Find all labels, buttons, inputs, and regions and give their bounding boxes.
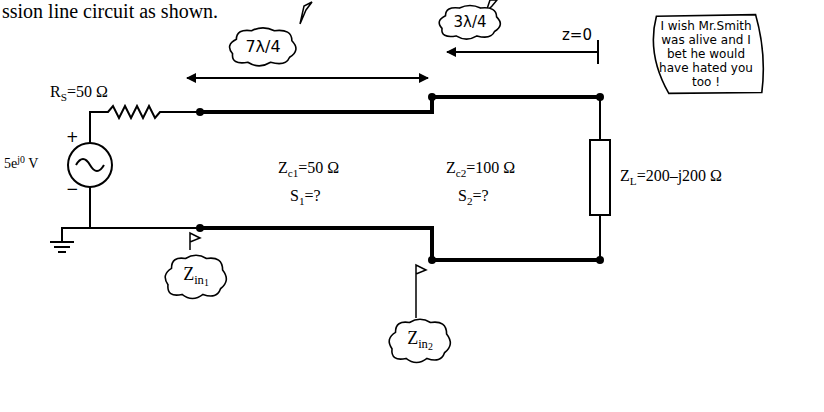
impedance-label-part: Z (278, 159, 288, 176)
position-label-part: z=0 (562, 26, 592, 44)
polarity-mark: + (66, 128, 79, 146)
length-cloud: 7λ/4 (225, 25, 301, 68)
impedance-label-part: =50 Ω (298, 159, 339, 176)
load-label-part: =200–j200 Ω (637, 167, 722, 184)
resistor-label-part: R (50, 83, 61, 100)
node-text: Zin2 (407, 328, 433, 352)
polarity-mark-part: + (66, 128, 79, 146)
swr-label-part: S (458, 187, 467, 204)
pointer-flags (190, 0, 497, 318)
source-label-part: j0 (17, 154, 25, 165)
node-label: Z (407, 328, 418, 348)
impedance-label-part: c1 (288, 167, 299, 179)
load-label-part: Z (620, 167, 630, 184)
source-label-part: V (28, 156, 38, 171)
line-conductor (200, 228, 600, 260)
load-label: ZL=200–j200 Ω (620, 166, 722, 188)
node-label: Z (183, 264, 194, 284)
impedance-label-part: =100 Ω (466, 159, 515, 176)
length-arrow (187, 77, 428, 79)
polarity-mark-part: − (66, 180, 79, 198)
impedance-cloud: Zin1 (161, 252, 231, 301)
load-label-part: L (630, 175, 637, 187)
resistor-label: RS=50 Ω (50, 82, 108, 104)
node-label: 7λ/4 (245, 37, 280, 56)
heading-fragment-part: ssion line circuit as shown. (2, 0, 218, 22)
node-text: Zin1 (183, 264, 209, 288)
node-text: 3λ/4 (453, 13, 486, 31)
node-label: 3λ/4 (453, 13, 486, 31)
source-label-part: 5e (4, 156, 17, 171)
note-bubble: I wish Mr.Smith was alive and I bet he w… (644, 13, 768, 95)
source-label: 5ej0V (4, 154, 38, 173)
sine-symbol (76, 159, 104, 171)
node-text: 7λ/4 (245, 37, 280, 56)
length-arrow (447, 51, 598, 53)
resistor-wire (90, 106, 200, 143)
resistor-label-part: =50 Ω (67, 83, 108, 100)
ground-symbol (50, 228, 90, 252)
z0-tick (597, 40, 599, 64)
node-label: in (418, 337, 428, 351)
swr-label: S2=? (458, 186, 489, 208)
heading-fragment: ssion line circuit as shown. (2, 0, 218, 23)
impedance-label: Zc1=50 Ω (278, 158, 339, 180)
impedance-label: Zc2=100 Ω (446, 158, 515, 180)
load-impedance (590, 140, 610, 215)
swr-label: S1=? (290, 186, 321, 208)
node-text: I wish Mr.Smith was alive and I bet he w… (658, 19, 754, 89)
polarity-mark: − (66, 180, 79, 198)
node-label: I wish Mr.Smith was alive and I bet he w… (659, 19, 753, 89)
swr-label-part: S (290, 187, 299, 204)
swr-label-part: 2 (467, 195, 473, 207)
node-label: 2 (428, 341, 433, 352)
swr-label-part: =? (305, 187, 321, 204)
swr-label-part: 1 (299, 195, 305, 207)
node-label: in (194, 273, 204, 287)
node-label: 1 (204, 277, 209, 288)
impedance-cloud: Zin2 (385, 316, 455, 365)
return-wire (90, 187, 200, 228)
impedance-label-part: c2 (456, 167, 467, 179)
impedance-label-part: Z (446, 159, 456, 176)
line-conductor (200, 97, 600, 112)
terminal-dots (196, 93, 604, 264)
position-label: z=0 (562, 26, 592, 44)
length-cloud: 3λ/4 (435, 3, 505, 41)
swr-label-part: =? (473, 187, 489, 204)
resistor-label-part: S (61, 91, 67, 103)
